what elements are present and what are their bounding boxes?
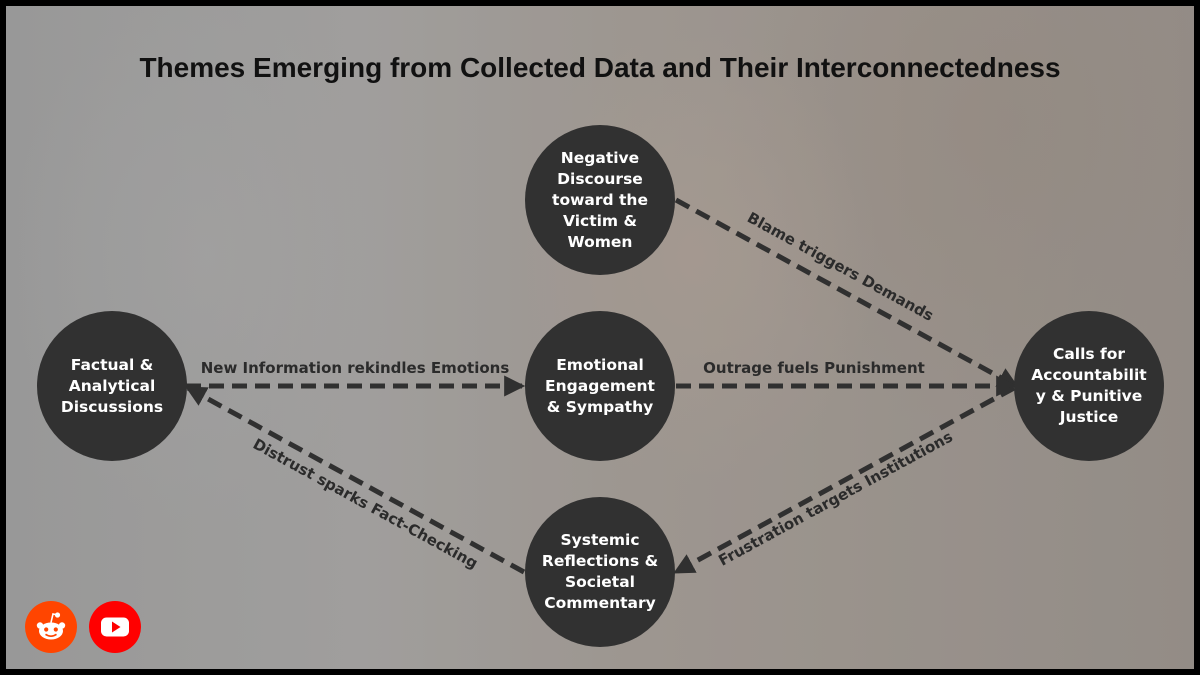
node-calls-for-accountability: Calls for Accountability & Punitive Just… xyxy=(1014,311,1164,461)
node-label: Systemic Reflections & Societal Commenta… xyxy=(541,531,659,612)
node-factual-discussions: Factual & Analytical Discussions xyxy=(37,311,187,461)
edge-label-distrust: Distrust sparks Fact-Checking xyxy=(250,435,481,573)
edge-label-outrage: Outrage fuels Punishment xyxy=(703,359,925,377)
youtube-icon xyxy=(89,601,141,653)
reddit-icon xyxy=(25,601,77,653)
edge-label-new-info: New Information rekindles Emotions xyxy=(201,359,510,377)
edge-label-blame: Blame triggers Demands xyxy=(744,208,936,324)
node-systemic-reflections: Systemic Reflections & Societal Commenta… xyxy=(525,497,675,647)
node-label: Emotional Engagement & Sympathy xyxy=(545,355,655,416)
edge-blame xyxy=(674,197,1019,389)
edge-label-frustration: Frustration targets Institutions xyxy=(715,427,955,569)
node-label: Factual & Analytical Discussions xyxy=(60,355,164,416)
node-label: Calls for Accountability & Punitive Just… xyxy=(1031,345,1147,426)
node-label: Negative Discourse toward the Victim & W… xyxy=(552,148,648,251)
node-emotional-engagement: Emotional Engagement & Sympathy xyxy=(525,311,675,461)
edge-distrust xyxy=(185,385,526,575)
diagram-title: Themes Emerging from Collected Data and … xyxy=(139,52,1061,83)
node-negative-discourse: Negative Discourse toward the Victim & W… xyxy=(525,125,675,275)
edge-frustration xyxy=(673,385,1016,575)
